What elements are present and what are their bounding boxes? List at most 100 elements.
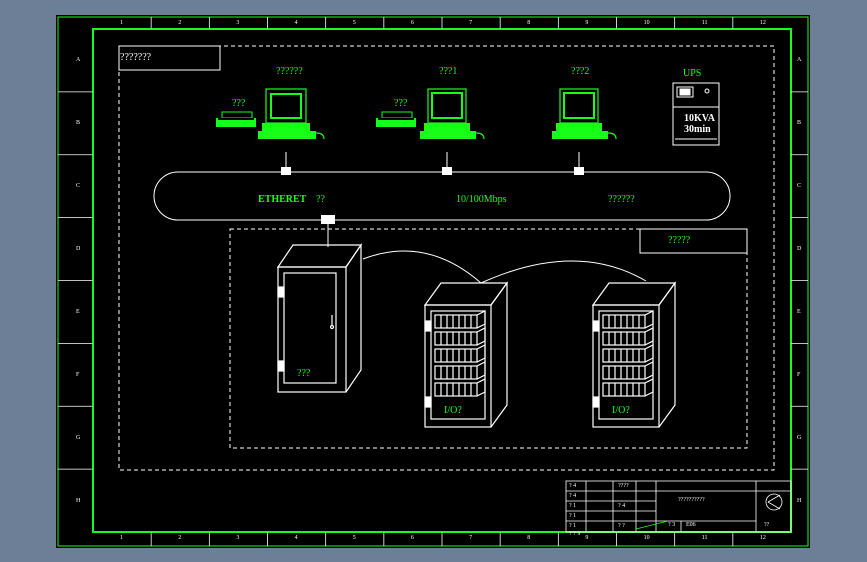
ruler-left-D: D	[76, 246, 81, 253]
io-cabinet-2-icon	[591, 281, 677, 428]
ruler-right-D: D	[797, 246, 802, 253]
cable-2	[480, 260, 647, 284]
pc-main-icon	[258, 88, 325, 140]
io-drawer	[602, 331, 646, 346]
net-right-label: ??????	[608, 194, 635, 205]
title-box	[118, 45, 221, 71]
ruler-bottom-6: 6	[410, 535, 414, 541]
ups-spec-2: 30min	[684, 124, 711, 135]
tb-c4: E06	[686, 522, 696, 528]
main-cabinet-label: ???	[297, 368, 311, 379]
ruler-top-4: 4	[294, 20, 298, 26]
pc-2-label: ???2	[571, 66, 590, 77]
ethernet-q-label: ??	[316, 194, 325, 205]
title-box-label: ???????	[120, 52, 152, 63]
field-boundary	[229, 228, 748, 449]
printer-1-label: ???	[232, 98, 246, 109]
tb-drawing-title: ??????????	[678, 497, 705, 503]
pc-main-port	[281, 167, 291, 175]
system-boundary	[118, 45, 775, 471]
pc-main-label: ??????	[276, 66, 303, 77]
ruler-right-A: A	[797, 57, 802, 64]
ruler-top-9: 9	[585, 20, 589, 26]
tb-name: ????	[618, 483, 629, 489]
title-block	[565, 480, 792, 533]
ruler-left-B: B	[76, 120, 81, 127]
ruler-left-C: C	[76, 183, 81, 190]
ruler-top-8: 8	[527, 20, 531, 26]
ruler-bottom-9: 9	[585, 535, 589, 541]
ruler-left-F: F	[76, 371, 80, 378]
io-drawer	[602, 382, 646, 397]
io-drawer	[434, 365, 478, 380]
bus-port	[321, 215, 335, 224]
tb-r2: ? 4	[569, 493, 577, 499]
tb-r5: ? 1	[569, 523, 577, 529]
ruler-bottom-3: 3	[236, 535, 240, 541]
ruler-right-E: E	[797, 308, 801, 315]
ups-spec-1: 10KVA	[684, 113, 715, 124]
field-box-label: ?????	[668, 235, 691, 246]
ruler-left-G: G	[76, 434, 81, 441]
ruler-bottom-5: 5	[352, 535, 356, 541]
ruler-bottom-1: 1	[120, 535, 124, 541]
tb-c5: ??	[764, 522, 770, 528]
ruler-bottom-7: 7	[469, 535, 473, 541]
ruler-top-11: 11	[701, 20, 708, 26]
tb-c2: ? ?	[618, 523, 625, 529]
drawing-svg	[57, 16, 809, 547]
ups-icon	[672, 82, 720, 146]
pc-2-port	[574, 167, 584, 175]
ruler-top-10: 10	[643, 20, 650, 26]
ruler-top-1: 1	[120, 20, 124, 26]
io-cabinet-1-label: I/O?	[444, 405, 462, 416]
ruler-top-2: 2	[178, 20, 182, 26]
io-cabinet-1-icon	[423, 281, 509, 428]
ruler-right-H: H	[797, 497, 802, 504]
cable-1	[362, 250, 482, 284]
ruler-bottom-4: 4	[294, 535, 298, 541]
tb-r6: ? ? 9	[569, 531, 581, 537]
io-drawer	[602, 348, 646, 363]
ruler-bottom-2: 2	[178, 535, 182, 541]
outer-frame	[57, 16, 809, 547]
io-cabinet-2-label: I/O?	[612, 405, 630, 416]
ruler-ticks	[58, 17, 808, 546]
tb-c1: ? 4	[618, 503, 626, 509]
tb-r3: ? 1	[569, 503, 577, 509]
io-drawer	[434, 382, 478, 397]
ruler-right-C: C	[797, 183, 802, 190]
io-drawer	[602, 365, 646, 380]
tb-r1: ? 4	[569, 483, 577, 489]
ruler-bottom-12: 12	[759, 535, 766, 541]
ruler-right-F: F	[797, 371, 801, 378]
ruler-bottom-8: 8	[527, 535, 531, 541]
ethernet-label: ETHERET	[258, 194, 307, 205]
printer-2-label: ???	[394, 98, 408, 109]
pc-1-icon	[420, 88, 485, 140]
ruler-left-A: A	[76, 57, 81, 64]
ruler-top-6: 6	[410, 20, 414, 26]
field-box	[639, 228, 748, 254]
ruler-bottom-10: 10	[643, 535, 650, 541]
io-drawer	[434, 314, 478, 329]
ruler-left-H: H	[76, 497, 81, 504]
tb-r4: ? 1	[569, 513, 577, 519]
ruler-top-3: 3	[236, 20, 240, 26]
pc-2-icon	[552, 88, 617, 140]
pc-1-port	[442, 167, 452, 175]
io-drawer	[434, 348, 478, 363]
io-drawer	[602, 314, 646, 329]
main-cabinet-icon	[276, 243, 363, 393]
ruler-top-12: 12	[759, 20, 766, 26]
printer-1-icon	[216, 111, 256, 127]
ruler-right-B: B	[797, 120, 802, 127]
speed-label: 10/100Mbps	[456, 194, 507, 205]
ruler-right-G: G	[797, 434, 802, 441]
ruler-bottom-11: 11	[701, 535, 708, 541]
tb-c3: ? 3	[668, 522, 676, 528]
pc-1-label: ???1	[439, 66, 458, 77]
ups-title: UPS	[683, 68, 702, 79]
io-drawer	[434, 331, 478, 346]
drawing-canvas: ??????? ?????? ???1 ???2 ??? ??? UPS 10K…	[56, 15, 810, 548]
